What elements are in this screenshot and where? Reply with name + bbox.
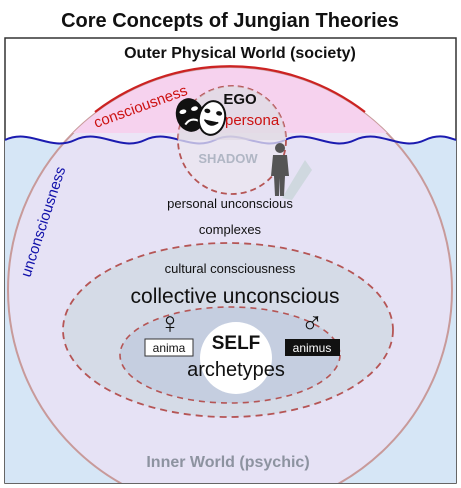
- diagram-title: Core Concepts of Jungian Theories: [61, 10, 399, 32]
- self-label: SELF: [212, 333, 261, 354]
- archetypes-label: archetypes: [187, 359, 285, 381]
- ego-label: EGO: [223, 91, 257, 108]
- personal-unconscious-label: personal unconscious: [167, 196, 293, 211]
- inner-world-label: Inner World (psychic): [146, 454, 309, 471]
- animus-label: animus: [293, 341, 332, 355]
- cultural-consciousness-label: cultural consciousness: [165, 261, 296, 276]
- outer-world-label: Outer Physical World (society): [124, 45, 356, 62]
- complexes-label: complexes: [199, 222, 262, 237]
- animus-badge: [285, 339, 340, 356]
- anima-badge: [144, 338, 194, 357]
- collective-unconscious-label: collective unconscious: [131, 285, 340, 308]
- self-circle: [200, 322, 272, 394]
- male-symbol-icon: ♂: [301, 307, 324, 340]
- female-symbol-icon: ♀: [159, 307, 182, 340]
- conscious-arc: [94, 65, 366, 113]
- theatre-masks-icon: [175, 98, 227, 136]
- anima-label: anima: [153, 341, 186, 355]
- shadow-figure-icon: [271, 143, 312, 200]
- persona-label: persona: [225, 112, 280, 129]
- shadow-label: SHADOW: [198, 151, 258, 166]
